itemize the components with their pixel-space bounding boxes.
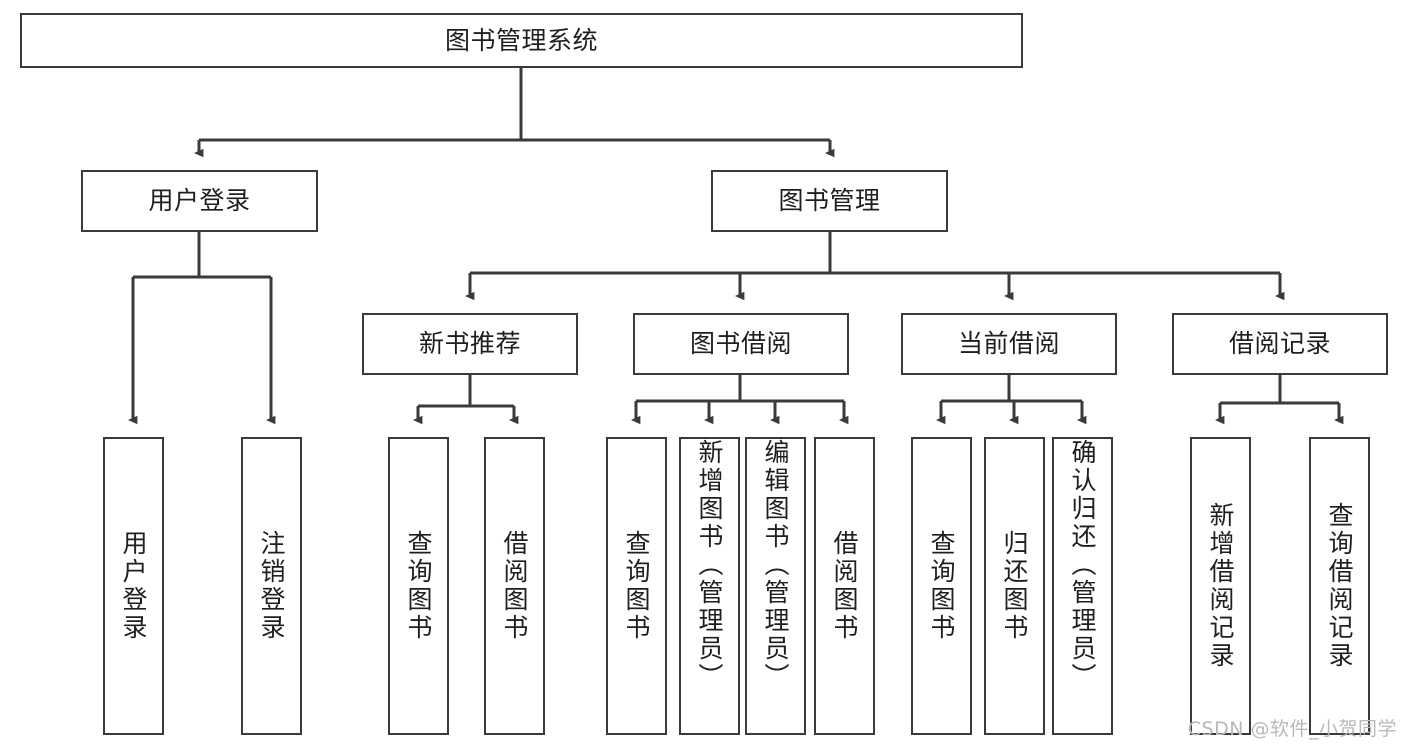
node-borrow-record-label: 借阅记录: [1228, 329, 1331, 359]
node-leaf-borrow-book-1[interactable]: 借阅图书: [484, 437, 545, 735]
node-root-label: 图书管理系统: [444, 25, 598, 55]
node-leaf-confirm-return-label: 确认归还（管理员）: [1068, 439, 1097, 691]
node-new-book-recommend-label: 新书推荐: [418, 329, 521, 359]
node-leaf-logout[interactable]: 注销登录: [241, 437, 302, 735]
node-leaf-query-book-3-label: 查询图书: [927, 530, 956, 642]
node-leaf-user-login-label: 用户登录: [119, 530, 148, 642]
node-leaf-add-record[interactable]: 新增借阅记录: [1190, 437, 1251, 735]
node-leaf-borrow-book-1-label: 借阅图书: [500, 530, 529, 642]
node-leaf-user-login[interactable]: 用户登录: [103, 437, 164, 735]
node-leaf-add-book-label: 新增图书（管理员）: [695, 439, 724, 691]
node-leaf-query-book-1[interactable]: 查询图书: [388, 437, 449, 735]
node-leaf-confirm-return[interactable]: 确认归还（管理员）: [1052, 437, 1113, 735]
node-leaf-return-book[interactable]: 归还图书: [984, 437, 1045, 735]
node-current-borrow[interactable]: 当前借阅: [901, 313, 1117, 375]
node-borrow-record[interactable]: 借阅记录: [1172, 313, 1388, 375]
node-user-login[interactable]: 用户登录: [81, 170, 318, 232]
node-user-login-label: 用户登录: [148, 186, 251, 216]
node-leaf-borrow-book-2-label: 借阅图书: [830, 530, 859, 642]
node-book-borrow-label: 图书借阅: [689, 329, 792, 359]
node-new-book-recommend[interactable]: 新书推荐: [362, 313, 578, 375]
node-leaf-add-book[interactable]: 新增图书（管理员）: [679, 437, 740, 735]
node-leaf-query-book-1-label: 查询图书: [404, 530, 433, 642]
node-leaf-query-book-2-label: 查询图书: [622, 530, 651, 642]
node-book-manage[interactable]: 图书管理: [711, 170, 948, 232]
node-leaf-edit-book-label: 编辑图书（管理员）: [761, 439, 790, 691]
csdn-watermark: CSDN @软件_小贺同学: [1187, 718, 1397, 740]
node-leaf-query-record[interactable]: 查询借阅记录: [1309, 437, 1370, 735]
node-book-borrow[interactable]: 图书借阅: [633, 313, 849, 375]
node-leaf-edit-book[interactable]: 编辑图书（管理员）: [745, 437, 806, 735]
node-book-manage-label: 图书管理: [778, 186, 881, 216]
node-leaf-query-book-2[interactable]: 查询图书: [606, 437, 667, 735]
node-leaf-logout-label: 注销登录: [257, 530, 286, 642]
node-root[interactable]: 图书管理系统: [20, 13, 1023, 68]
node-leaf-return-book-label: 归还图书: [1000, 530, 1029, 642]
node-current-borrow-label: 当前借阅: [957, 329, 1060, 359]
node-leaf-query-book-3[interactable]: 查询图书: [911, 437, 972, 735]
node-leaf-add-record-label: 新增借阅记录: [1206, 502, 1235, 670]
node-leaf-query-record-label: 查询借阅记录: [1325, 502, 1354, 670]
node-leaf-borrow-book-2[interactable]: 借阅图书: [814, 437, 875, 735]
